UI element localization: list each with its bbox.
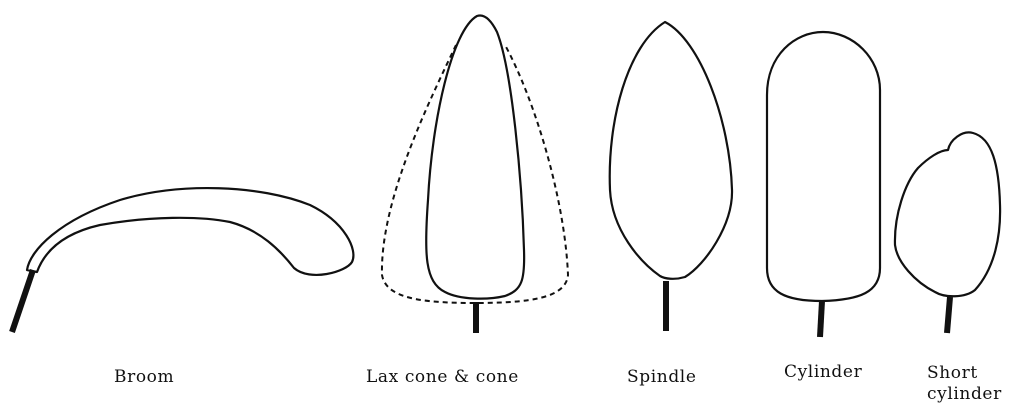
lax-cone-shape [382,16,568,333]
lax-cone-outline [382,45,568,303]
broom-trunk [12,270,33,332]
short-cylinder-shape [895,132,1000,333]
cylinder-trunk [820,301,822,337]
spindle-label: Spindle [627,367,697,387]
broom-shape [12,188,353,332]
spindle-canopy [610,22,732,279]
lax-cone-label: Lax cone & cone [366,367,519,387]
short-cylinder-label-line2: cylinder [927,384,1002,404]
spindle-shape [610,22,732,331]
cylinder-shape [767,32,880,337]
short-cylinder-label-line1: Short [927,363,978,383]
short-cylinder-canopy [895,132,1000,296]
cylinder-canopy [767,32,880,301]
cone-outline [426,16,524,299]
short-cylinder-trunk [947,297,950,333]
cylinder-label: Cylinder [784,362,862,382]
broom-canopy [27,188,353,275]
broom-label: Broom [114,367,174,387]
